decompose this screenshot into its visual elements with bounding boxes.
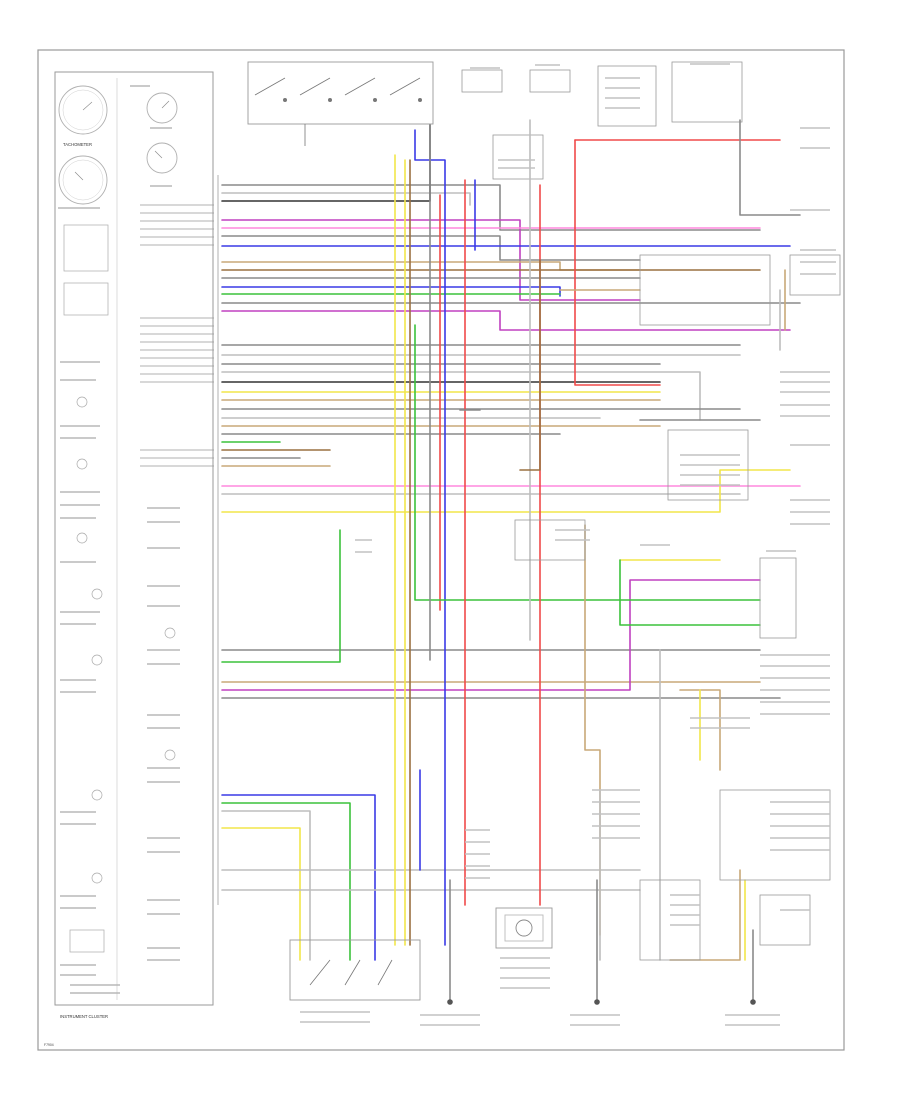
oil-pressure-gauge	[146, 92, 178, 124]
wire-black-3	[221, 124, 431, 202]
wire-light_grey-2	[221, 192, 471, 206]
ignition-switch	[247, 61, 434, 146]
wire-grey-6	[221, 235, 641, 261]
diagram-frame	[37, 49, 845, 1051]
indicator-lamp-3	[76, 532, 88, 544]
wire-green-63	[619, 559, 761, 626]
indicator-lamp-box	[69, 929, 105, 953]
ground-symbols	[447, 999, 756, 1005]
wire-tan-57	[584, 524, 601, 936]
wire-light_grey-40	[221, 810, 311, 961]
fuse-block-top	[461, 61, 743, 180]
wire-yellow-41	[221, 827, 301, 961]
tachometer-label: TACHOMETER	[63, 142, 92, 147]
wire-blue-38	[221, 794, 376, 961]
indicator-lamp-1	[76, 396, 88, 408]
connector-block	[759, 557, 797, 639]
wire-violet-14	[221, 310, 791, 331]
relay-box	[667, 429, 749, 501]
wire-light_grey-18	[221, 371, 701, 421]
cluster-label-marks	[58, 85, 180, 994]
ground-point-1	[447, 999, 453, 1005]
indicator-lamp-7	[91, 872, 103, 884]
ground-point-3	[750, 999, 756, 1005]
lower-right-box	[719, 789, 831, 881]
wire-green-39	[221, 802, 351, 961]
temp-gauge	[146, 142, 178, 174]
wire-grey-59	[739, 119, 801, 216]
wire-red-52	[574, 139, 661, 386]
wire-tan-8	[221, 261, 641, 271]
gauge-top-left	[58, 85, 108, 135]
wire-green-34	[221, 529, 341, 663]
bottom-components	[289, 907, 553, 1001]
indicator-lamp-5	[91, 654, 103, 666]
bottom-switch-box	[289, 939, 421, 1001]
cluster-caption: INSTRUMENT CLUSTER	[60, 1014, 108, 1019]
generator-box	[495, 907, 553, 949]
wire-brown-55	[519, 259, 541, 471]
wire-blue-11	[221, 286, 561, 297]
wire-green-49	[414, 324, 761, 601]
wire-tan-64	[679, 689, 721, 771]
cluster-display-lower	[63, 282, 109, 316]
right-components	[514, 254, 841, 961]
wire-layer	[221, 119, 801, 1001]
indicator-lamp-2	[76, 458, 88, 470]
diagram-label-marks	[300, 63, 836, 1026]
cluster-display-upper	[63, 224, 109, 272]
indicator-lamp-6	[91, 789, 103, 801]
coil-box	[759, 894, 811, 946]
ground-box	[639, 879, 701, 961]
sensor-box-2	[789, 254, 841, 296]
wire-grey-1	[221, 184, 761, 231]
wire-yellow-32	[221, 469, 791, 513]
cluster-connector-upper	[140, 204, 214, 467]
wire-violet-36	[221, 579, 761, 691]
instrument-cluster: TACHOMETER	[54, 71, 214, 1019]
ground-point-2	[594, 999, 600, 1005]
sensor-box-1	[639, 254, 771, 326]
tachometer-gauge	[58, 155, 108, 205]
indicator-lamp-4	[91, 588, 103, 600]
indicator-lamp-8	[164, 627, 176, 639]
indicator-lamp-9	[164, 749, 176, 761]
footer-code: F7904	[44, 1043, 54, 1047]
